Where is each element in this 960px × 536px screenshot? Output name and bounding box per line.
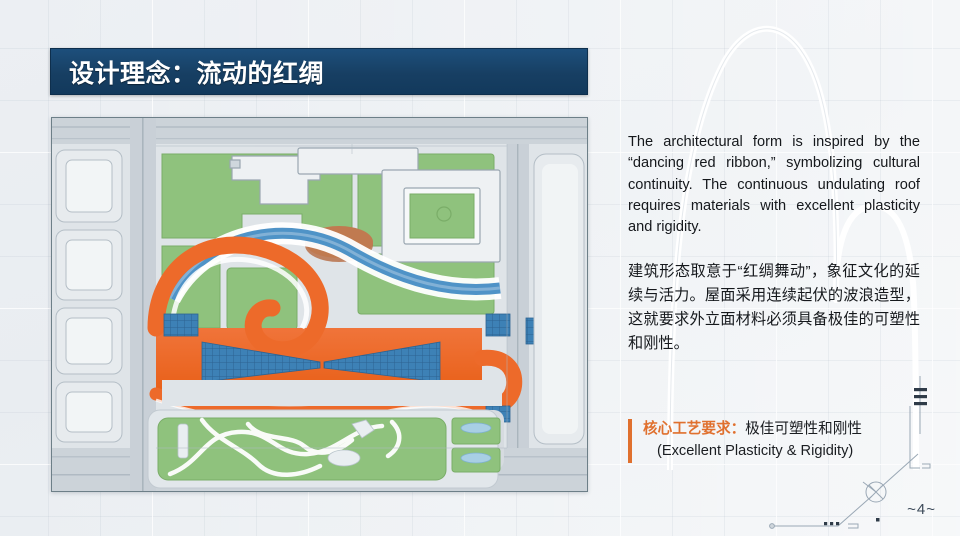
- key-requirement-callout: 核心工艺要求：极佳可塑性和刚性 (Excellent Plasticity & …: [628, 419, 935, 463]
- callout-subtitle: (Excellent Plasticity & Rigidity): [657, 443, 854, 460]
- paragraph-english: The architectural form is inspired by th…: [628, 134, 920, 236]
- site-plan-drawing: [52, 118, 587, 491]
- callout-line-primary: 核心工艺要求：极佳可塑性和刚性: [643, 419, 935, 439]
- callout-label: 核心工艺要求：: [643, 421, 746, 437]
- site-plan-image: [51, 117, 588, 492]
- page-number: ~4~: [907, 501, 936, 518]
- callout-value: 极佳可塑性和刚性: [745, 421, 862, 437]
- paragraph-chinese: 建筑形态取意于“红绸舞动”，象征文化的延续与活力。屋面采用连续起伏的波浪造型，这…: [628, 263, 920, 352]
- description-column: The architectural form is inspired by th…: [628, 132, 920, 355]
- slide-title-banner: 设计理念：流动的红绸: [50, 48, 588, 95]
- page-title: 设计理念：流动的红绸: [69, 59, 325, 88]
